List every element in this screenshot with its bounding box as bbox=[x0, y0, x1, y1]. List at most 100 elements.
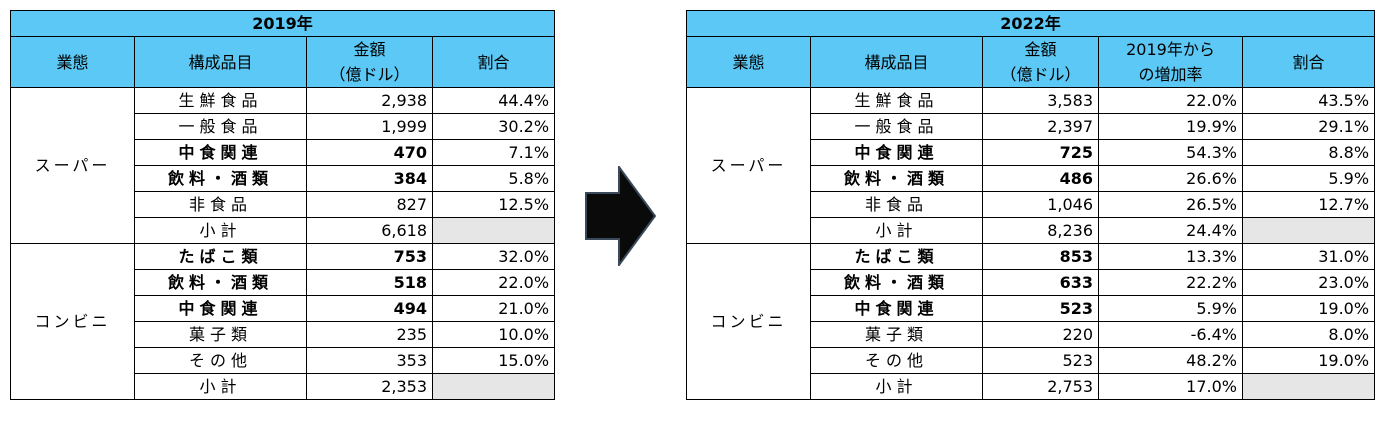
header-amount-line1: 金額 bbox=[1024, 40, 1057, 59]
header-growth: 2019年からの増加率 bbox=[1098, 36, 1243, 88]
amount-cell: 384 bbox=[306, 165, 433, 192]
amount-cell: 470 bbox=[306, 139, 433, 166]
item-cell: 飲料・酒類 bbox=[810, 165, 983, 192]
share-cell: 15.0% bbox=[431, 347, 556, 374]
amount-cell: 827 bbox=[306, 191, 433, 218]
group-label: スーパー bbox=[686, 87, 811, 244]
amount-cell: 753 bbox=[306, 243, 433, 270]
item-cell: 小計 bbox=[810, 373, 983, 400]
header-amount-line2: （億ドル） bbox=[1000, 65, 1081, 84]
header-amount-line1: 金額 bbox=[353, 40, 386, 59]
header-amount-line2: （億ドル） bbox=[329, 65, 410, 84]
item-cell: 一般食品 bbox=[134, 113, 307, 140]
item-cell: 菓子類 bbox=[810, 321, 983, 348]
share-cell: 7.1% bbox=[431, 139, 556, 166]
amount-cell: 2,353 bbox=[306, 373, 433, 400]
growth-cell: -6.4% bbox=[1098, 321, 1243, 348]
amount-cell: 220 bbox=[982, 321, 1099, 348]
share-cell bbox=[431, 373, 556, 400]
header-type: 業態 bbox=[686, 36, 811, 88]
group-label: コンビニ bbox=[686, 243, 811, 400]
header-item: 構成品目 bbox=[134, 36, 307, 88]
share-cell: 10.0% bbox=[431, 321, 556, 348]
growth-cell: 13.3% bbox=[1098, 243, 1243, 270]
growth-cell: 5.9% bbox=[1098, 295, 1243, 322]
share-cell: 32.0% bbox=[431, 243, 556, 270]
group-label: コンビニ bbox=[10, 243, 135, 400]
growth-cell: 24.4% bbox=[1098, 217, 1243, 244]
header-item: 構成品目 bbox=[810, 36, 983, 88]
growth-cell: 54.3% bbox=[1098, 139, 1243, 166]
item-cell: その他 bbox=[810, 347, 983, 374]
share-cell: 12.7% bbox=[1241, 191, 1376, 218]
share-cell: 12.5% bbox=[431, 191, 556, 218]
amount-cell: 8,236 bbox=[982, 217, 1099, 244]
amount-cell: 6,618 bbox=[306, 217, 433, 244]
header-share: 割合 bbox=[1241, 36, 1376, 88]
item-cell: 中食関連 bbox=[810, 139, 983, 166]
header-growth-line1: 2019年から bbox=[1126, 40, 1215, 59]
share-cell bbox=[1241, 373, 1376, 400]
growth-cell: 26.5% bbox=[1098, 191, 1243, 218]
header-amount: 金額 （億ドル） bbox=[306, 36, 433, 88]
item-cell: 飲料・酒類 bbox=[134, 269, 307, 296]
share-cell: 19.0% bbox=[1241, 295, 1376, 322]
item-cell: 中食関連 bbox=[134, 139, 307, 166]
item-cell: 中食関連 bbox=[134, 295, 307, 322]
share-cell: 30.2% bbox=[431, 113, 556, 140]
growth-cell: 48.2% bbox=[1098, 347, 1243, 374]
growth-cell: 22.2% bbox=[1098, 269, 1243, 296]
share-cell: 8.0% bbox=[1241, 321, 1376, 348]
item-cell: 小計 bbox=[134, 217, 307, 244]
item-cell: 非食品 bbox=[810, 191, 983, 218]
share-cell: 23.0% bbox=[1241, 269, 1376, 296]
header-growth-line2: の増加率 bbox=[1138, 65, 1203, 84]
table-2022: 2022年 業態 構成品目 金額（億ドル） 2019年からの増加率 割合 スーパ… bbox=[685, 10, 1376, 400]
amount-cell: 486 bbox=[982, 165, 1099, 192]
growth-cell: 26.6% bbox=[1098, 165, 1243, 192]
amount-cell: 518 bbox=[306, 269, 433, 296]
share-cell: 43.5% bbox=[1241, 87, 1376, 114]
item-cell: 飲料・酒類 bbox=[810, 269, 983, 296]
amount-cell: 2,753 bbox=[982, 373, 1099, 400]
share-cell: 22.0% bbox=[431, 269, 556, 296]
amount-cell: 1,046 bbox=[982, 191, 1099, 218]
amount-cell: 1,999 bbox=[306, 113, 433, 140]
share-cell: 44.4% bbox=[431, 87, 556, 114]
share-cell: 21.0% bbox=[431, 295, 556, 322]
amount-cell: 235 bbox=[306, 321, 433, 348]
amount-cell: 853 bbox=[982, 243, 1099, 270]
share-cell bbox=[1241, 217, 1376, 244]
group-label: スーパー bbox=[10, 87, 135, 244]
right-arrow-icon bbox=[585, 166, 657, 266]
item-cell: 菓子類 bbox=[134, 321, 307, 348]
amount-cell: 523 bbox=[982, 295, 1099, 322]
amount-cell: 725 bbox=[982, 139, 1099, 166]
header-amount: 金額 （億ドル） bbox=[982, 36, 1099, 88]
share-cell: 19.0% bbox=[1241, 347, 1376, 374]
item-cell: 非食品 bbox=[134, 191, 307, 218]
share-cell: 5.9% bbox=[1241, 165, 1376, 192]
header-share: 割合 bbox=[431, 36, 556, 88]
item-cell: 小計 bbox=[810, 217, 983, 244]
share-cell bbox=[431, 217, 556, 244]
item-cell: 中食関連 bbox=[810, 295, 983, 322]
header-type: 業態 bbox=[10, 36, 135, 88]
amount-cell: 353 bbox=[306, 347, 433, 374]
